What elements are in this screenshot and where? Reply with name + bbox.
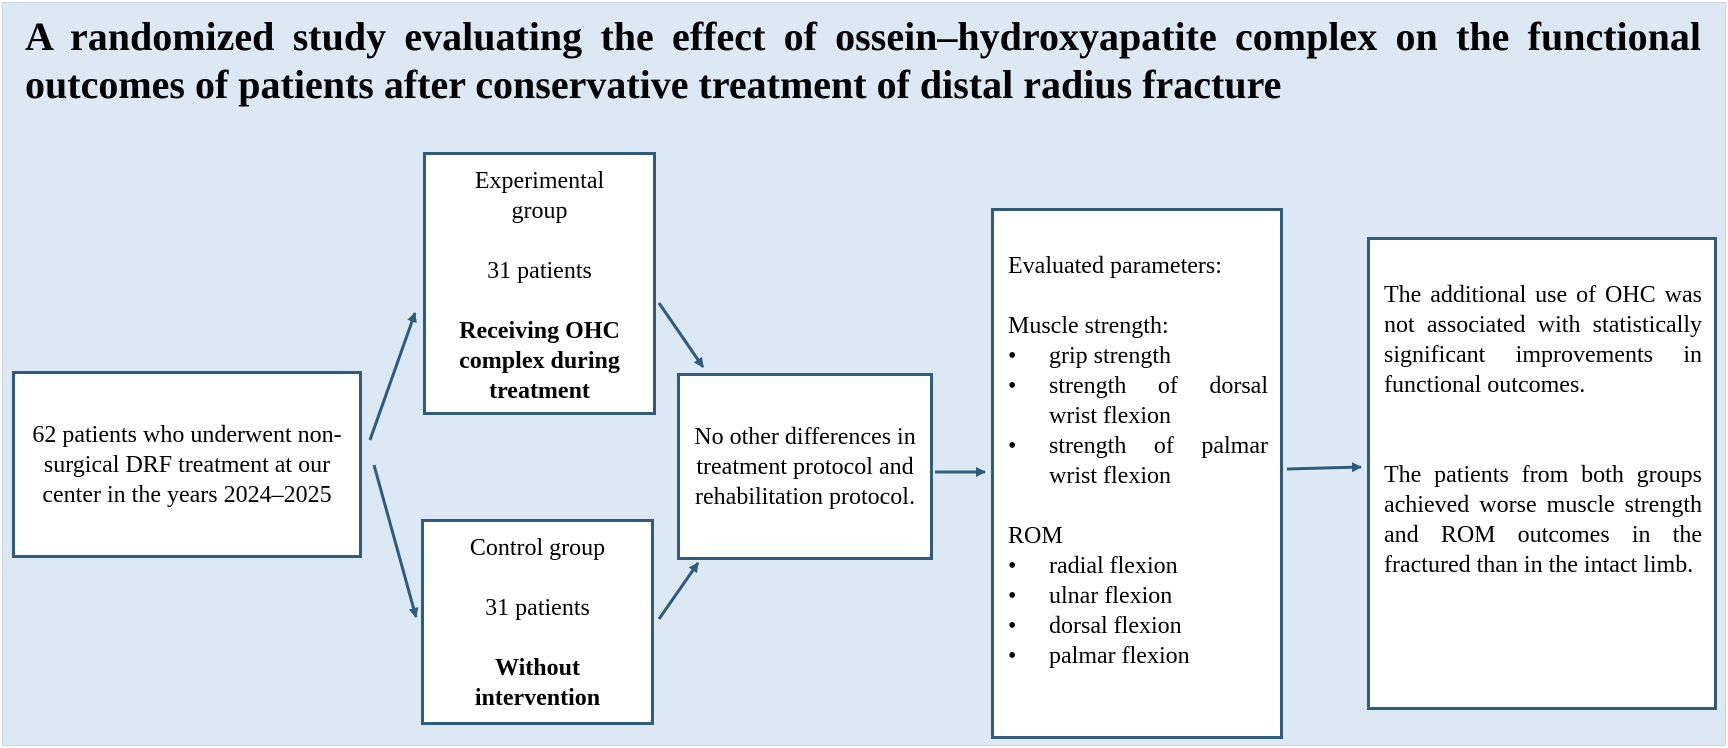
bullet-icon: • [1008,613,1017,639]
protocol-box: No other differences in treatment protoc… [677,373,933,560]
bullet-icon: • [1008,643,1017,669]
evaluated-parameters-box: Evaluated parameters: Muscle strength: •… [991,208,1283,739]
list-item: •palmar flexion [1008,643,1190,669]
muscle-strength-list: •grip strength •strength of dorsal wrist… [1008,341,1268,491]
experimental-group-treatment: Receiving OHC complex during treatment [459,318,620,404]
conclusions-box: The additional use of OHC was not associ… [1367,237,1717,710]
bullet-icon: • [1008,343,1017,369]
control-group-treatment: Without intervention [474,655,601,711]
control-group-box: Control group 31 patients Without interv… [421,519,654,725]
experimental-group-count: 31 patients [487,258,592,284]
protocol-text: No other differences in treatment protoc… [694,423,916,510]
list-item: •strength of palmar wrist flexion [1008,433,1268,489]
bullet-icon: • [1008,553,1017,579]
rom-heading: ROM [1008,523,1063,549]
list-item: •ulnar flexion [1008,583,1173,609]
conclusion-finding-2: The patients from both groups achieved w… [1384,462,1702,578]
list-item: •grip strength [1008,343,1171,369]
parameters-heading: Evaluated parameters: [1008,253,1222,279]
list-item: •strength of dorsal wrist flexion [1008,373,1268,429]
diagram-title: A randomized study evaluating the effect… [25,14,1701,107]
conclusion-finding-1: The additional use of OHC was not associ… [1384,282,1702,398]
list-item: •radial flexion [1008,553,1178,579]
control-group-name: Control group [469,535,606,561]
experimental-group-box: Experimental group 31 patients Receiving… [423,152,656,415]
bullet-icon: • [1008,583,1017,609]
patients-text: 62 patients who underwent non-surgical D… [32,421,342,508]
control-group-count: 31 patients [485,595,590,621]
bullet-icon: • [1008,433,1017,459]
arrow-patients-to-experimental [368,312,417,441]
rom-list: •radial flexion •ulnar flexion •dorsal f… [1008,551,1268,671]
arrow-experimental-to-protocol [657,302,705,368]
experimental-group-name: Experimental group [474,168,605,224]
list-item: •dorsal flexion [1008,613,1182,639]
patients-box: 62 patients who underwent non-surgical D… [12,371,362,558]
arrow-control-to-protocol [657,562,700,620]
arrow-parameters-to-conclusions [1286,462,1362,473]
muscle-strength-heading: Muscle strength: [1008,313,1169,339]
bullet-icon: • [1008,373,1017,399]
arrow-patients-to-control [372,464,419,618]
